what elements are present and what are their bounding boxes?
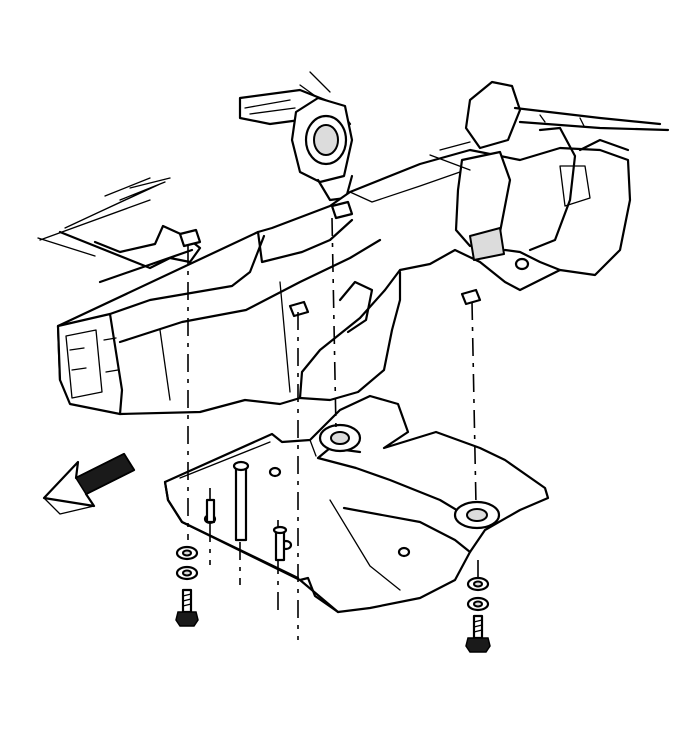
bolt-stack-right xyxy=(465,576,491,653)
clip-nuts xyxy=(178,200,482,318)
floor-pan-hatching xyxy=(37,177,202,284)
frame-crossmember xyxy=(56,80,670,416)
clip-nut-mount xyxy=(330,200,354,220)
bolt-stack-left xyxy=(175,545,199,627)
bolt-right xyxy=(465,614,491,653)
clip-nut-rear xyxy=(460,288,482,306)
shield-studs xyxy=(205,460,288,562)
clip-nut-center xyxy=(288,300,310,318)
alignment-lines xyxy=(187,217,479,640)
front-direction-arrow xyxy=(42,452,136,515)
bolt-left xyxy=(175,588,199,627)
transfer-case-shield xyxy=(163,394,550,614)
transmission-mount xyxy=(290,71,354,202)
clip-nut-front xyxy=(178,228,202,248)
